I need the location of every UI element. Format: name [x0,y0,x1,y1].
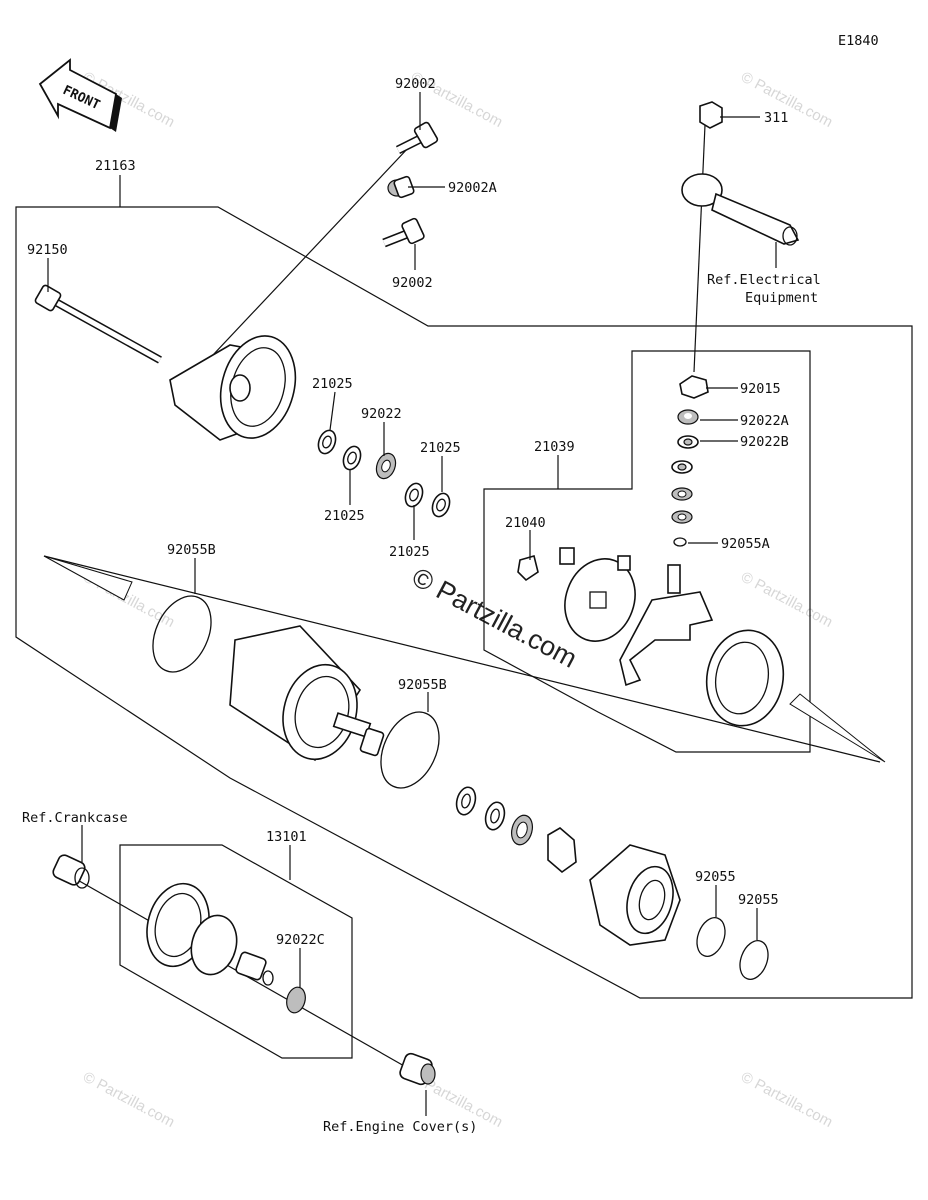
label-ref-crankcase: Ref.Crankcase [22,810,128,826]
part-labels: 92002 92002A 92002 21163 92150 21025 920… [22,76,821,1135]
label-21163: 21163 [95,158,136,174]
label-92055b: 92055B [167,542,216,558]
label-ref-electrical: Ref.Electrical [707,272,821,288]
label-92055: 92055 [695,869,736,885]
bolt-92002a [387,175,415,199]
front-cover [589,844,681,946]
stud-hardware [671,375,709,547]
washer-92022c [286,986,306,1014]
label-ref-engine-cover: Ref.Engine Cover(s) [323,1119,477,1135]
watermark-center: © Partzilla.com [407,562,582,674]
label-311: 311 [764,110,788,126]
label-13101: 13101 [266,829,307,845]
yoke-ring [705,629,785,727]
watermark: © Partzilla.com [80,1069,177,1131]
bolt-92002-top [395,121,439,155]
label-ref-electrical-2: Equipment [745,290,818,306]
label-92150: 92150 [27,242,68,258]
label-92055b: 92055B [398,677,447,693]
washers-21025 [317,429,451,518]
assembly-outline-21039 [483,350,811,753]
label-21025: 21025 [312,376,353,392]
starter-motor-body [229,625,385,762]
label-21040: 21040 [505,515,546,531]
diagram-code: E1840 [838,33,879,49]
axis-arrow-right [789,693,886,763]
label-92055a: 92055A [721,536,770,552]
leader-lines [47,92,777,1116]
gear-13101 [146,882,274,986]
label-92002-bottom: 92002 [392,275,433,291]
bolt-92002-bottom [382,217,425,248]
label-92055: 92055 [738,892,779,908]
o-ring-92055b-mid [380,711,440,789]
label-92022c: 92022C [276,932,325,948]
watermark: © Partzilla.com [738,1069,835,1131]
bushing-engine-cover [399,1052,436,1086]
bolt-92150 [34,284,162,364]
bushing-crankcase [52,854,90,889]
o-ring-92055-a [696,917,726,957]
terminal-311 [681,101,800,246]
assembly-outline-21163 [15,206,913,999]
o-ring-92055-b [739,940,769,980]
front-washers [455,786,577,874]
label-92022: 92022 [361,406,402,422]
assembly-outline-13101 [119,844,353,1059]
front-arrow: FRONT [38,58,122,132]
label-21025: 21025 [389,544,430,560]
label-21025: 21025 [420,440,461,456]
terminal-bracket [619,564,714,687]
watermark: © Partzilla.com [738,569,835,631]
label-92022a: 92022A [740,413,789,429]
axis-arrow-left [43,555,133,601]
label-21039: 21039 [534,439,575,455]
label-21025: 21025 [324,508,365,524]
rear-cover-21163 [169,335,297,441]
brush-plate-21039 [517,547,636,642]
label-92015: 92015 [740,381,781,397]
label-92002a: 92002A [448,180,497,196]
label-92002-top: 92002 [395,76,436,92]
o-ring-92055b-left [152,595,212,673]
label-92022b: 92022B [740,434,789,450]
